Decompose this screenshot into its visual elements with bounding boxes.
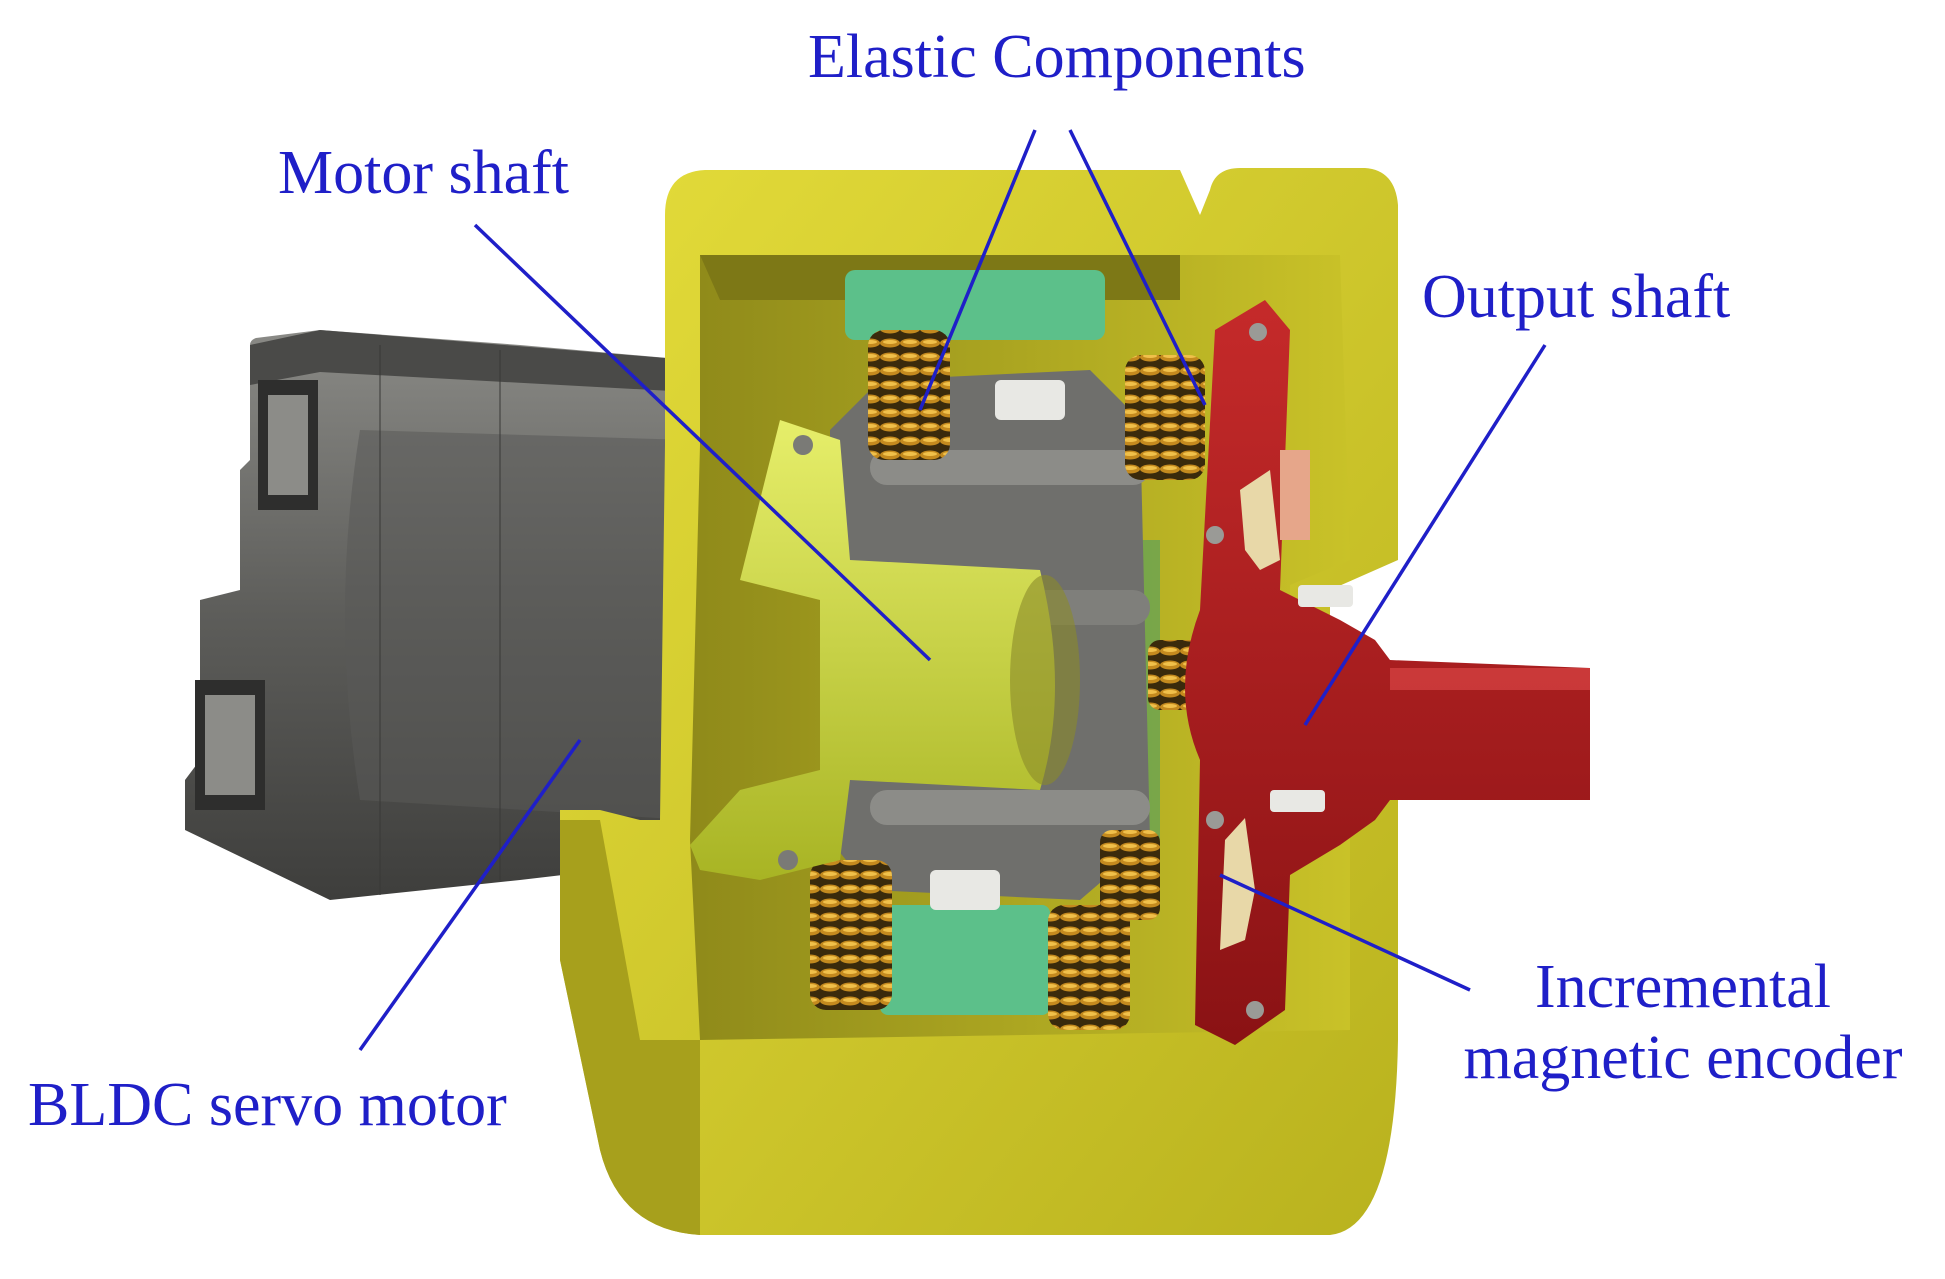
leader-encoder [1219, 873, 1471, 992]
label-elastic-components: Elastic Components [808, 23, 1306, 91]
spring-graphic [810, 330, 1205, 1030]
leader-elastic-right [1068, 129, 1207, 406]
label-incremental-magnetic-encoder: Incremental magnetic encoder [1428, 952, 1938, 1095]
leader-elastic-left [918, 129, 1037, 411]
leader-output-shaft [1303, 344, 1547, 726]
label-encoder-line2: magnetic encoder [1463, 1024, 1903, 1093]
bldc-motor-graphic [185, 330, 690, 900]
leader-bldc-motor [358, 738, 582, 1052]
motor-shaft-graphic [690, 420, 1080, 880]
leader-motor-shaft [473, 223, 932, 662]
label-motor-shaft: Motor shaft [278, 139, 570, 207]
label-encoder-line1: Incremental [1534, 953, 1832, 1021]
leader-lines [358, 129, 1547, 1052]
output-shaft-graphic [1185, 300, 1590, 1045]
label-output-shaft: Output shaft [1422, 263, 1731, 331]
label-bldc-servo-motor: BLDC servo motor [28, 1071, 507, 1139]
